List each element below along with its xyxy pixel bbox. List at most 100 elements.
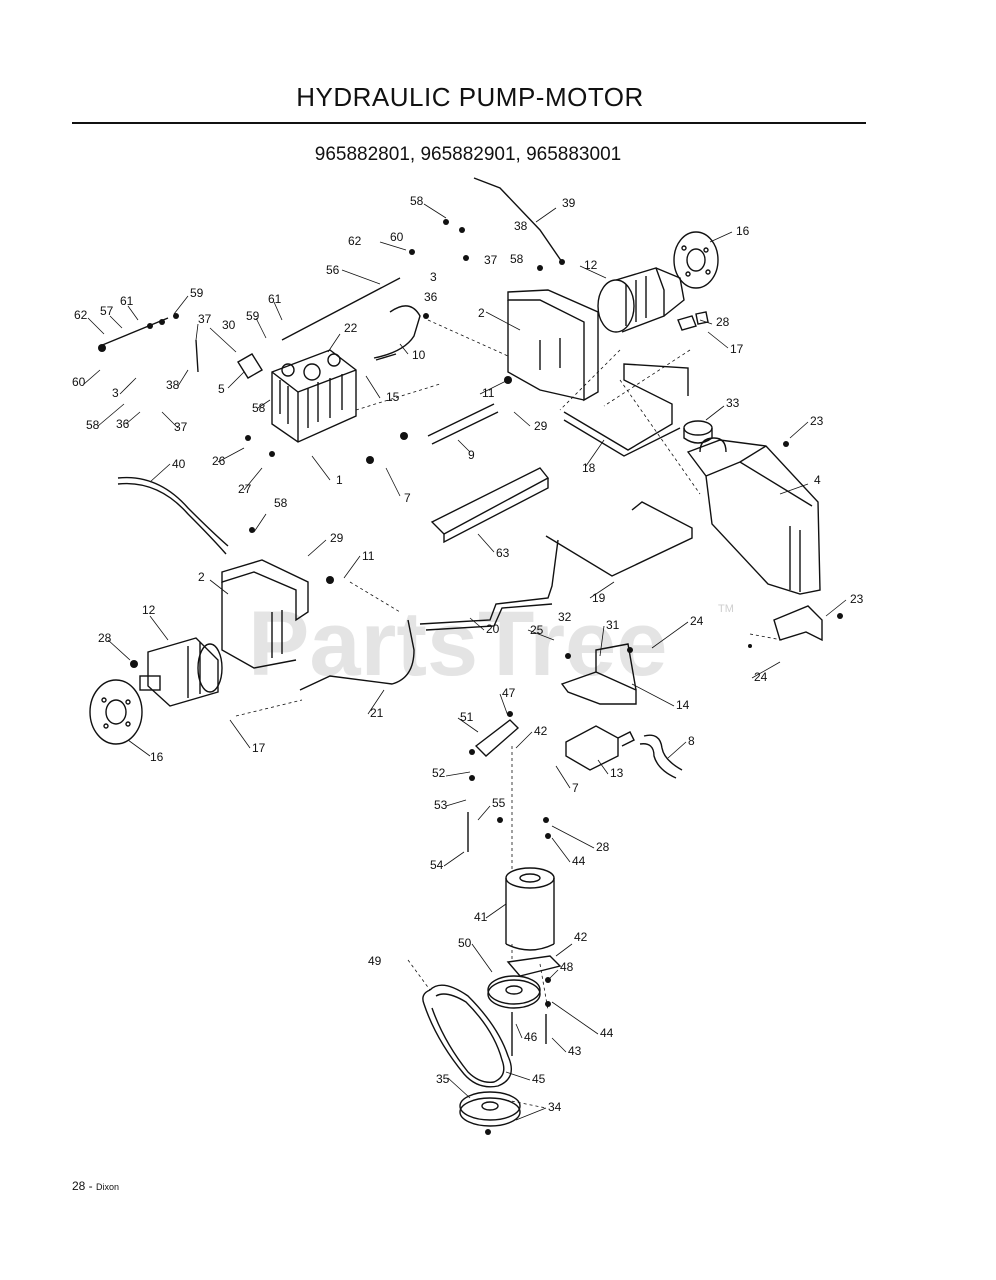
callout-52: 52 <box>432 766 446 780</box>
callout-43: 43 <box>568 1044 582 1058</box>
callout-8: 8 <box>688 734 695 748</box>
left-linkage <box>99 317 169 347</box>
mounting-bracket-upper <box>507 289 599 402</box>
page-number: 28 - <box>72 1179 93 1193</box>
hose-elbow <box>643 734 683 771</box>
hardware-markers <box>98 219 843 1135</box>
callout-60: 60 <box>390 230 404 244</box>
callout-7: 7 <box>404 491 411 505</box>
idler-pulley <box>487 975 541 1009</box>
callout-58: 58 <box>274 496 288 510</box>
callout-58: 58 <box>252 401 266 415</box>
callout-28: 28 <box>596 840 610 854</box>
callout-9: 9 <box>468 448 475 462</box>
callout-11: 11 <box>482 386 495 400</box>
callout-12: 12 <box>584 258 598 272</box>
callout-16: 16 <box>150 750 164 764</box>
callout-37: 37 <box>484 253 498 267</box>
mounting-bracket-lower <box>221 559 309 669</box>
callout-25: 25 <box>530 623 544 637</box>
callout-61: 61 <box>120 294 134 308</box>
callout-62: 62 <box>74 308 88 322</box>
bypass-valve <box>565 725 635 771</box>
corner-bracket <box>773 605 823 642</box>
tensioner-arm <box>506 955 562 977</box>
callout-1: 1 <box>336 473 343 487</box>
callout-45: 45 <box>532 1072 546 1086</box>
callout-labels: 1 2 2 3 3 4 5 7 7 8 9 10 11 11 12 12 13 … <box>72 194 864 1114</box>
callout-29: 29 <box>330 531 344 545</box>
callout-2: 2 <box>478 306 485 320</box>
drive-pulley <box>459 1091 521 1127</box>
callout-17: 17 <box>252 741 266 755</box>
callout-60: 60 <box>72 375 86 389</box>
drive-belt <box>422 984 512 1088</box>
callout-24: 24 <box>690 614 704 628</box>
valve-bracket <box>560 643 637 705</box>
callout-36: 36 <box>116 417 130 431</box>
page-footer: 28 - Dixon <box>72 1179 119 1193</box>
wheel-hub-upper <box>673 231 719 289</box>
callout-16: 16 <box>736 224 750 238</box>
watermark: PartsTree <box>248 593 667 695</box>
callout-23: 23 <box>810 414 824 428</box>
idler-arm <box>474 719 520 757</box>
hose-long <box>117 476 229 547</box>
callout-3: 3 <box>112 386 119 400</box>
callout-41: 41 <box>474 910 488 924</box>
callout-46: 46 <box>524 1030 538 1044</box>
leader-lines <box>83 203 847 1121</box>
callout-42: 42 <box>534 724 548 738</box>
callout-61: 61 <box>268 292 282 306</box>
control-rod <box>281 277 401 341</box>
title-rule <box>72 122 866 124</box>
callout-28: 28 <box>716 315 730 329</box>
watermark-trademark: TM <box>718 603 734 615</box>
callout-2: 2 <box>198 570 205 584</box>
return-tube <box>545 501 693 577</box>
callout-10: 10 <box>412 348 426 362</box>
callout-21: 21 <box>370 706 384 720</box>
callout-26: 26 <box>212 454 226 468</box>
callout-19: 19 <box>592 591 606 605</box>
callout-14: 14 <box>676 698 690 712</box>
callout-20: 20 <box>486 622 500 636</box>
model-numbers: 965882801, 965882901, 965883001 <box>314 144 622 165</box>
hydraulic-motor-upper <box>597 267 685 333</box>
callout-58: 58 <box>510 252 524 266</box>
callout-12: 12 <box>142 603 156 617</box>
callout-47: 47 <box>502 686 516 700</box>
callout-44: 44 <box>572 854 586 868</box>
callout-7: 7 <box>572 781 579 795</box>
callout-32: 32 <box>558 610 572 624</box>
callout-34: 34 <box>548 1100 562 1114</box>
callout-3: 3 <box>430 270 437 284</box>
callout-56: 56 <box>326 263 340 277</box>
callout-38: 38 <box>166 378 180 392</box>
callout-17: 17 <box>730 342 744 356</box>
callout-59: 59 <box>246 309 260 323</box>
frame-bracket <box>563 363 689 451</box>
support-bar <box>430 467 550 544</box>
callout-39: 39 <box>562 196 576 210</box>
callout-15: 15 <box>386 390 400 404</box>
callout-11: 11 <box>362 549 375 563</box>
callout-37: 37 <box>198 312 212 326</box>
hydraulic-tube <box>427 403 495 437</box>
callout-31: 31 <box>606 618 620 632</box>
callout-33: 33 <box>726 396 740 410</box>
callout-4: 4 <box>814 473 821 487</box>
callout-55: 55 <box>492 796 506 810</box>
callout-35: 35 <box>436 1072 450 1086</box>
callout-36: 36 <box>424 290 438 304</box>
callout-54: 54 <box>430 858 444 872</box>
callout-29: 29 <box>534 419 548 433</box>
hydraulic-pump <box>271 349 357 443</box>
callout-58: 58 <box>86 418 100 432</box>
callout-51: 51 <box>460 710 474 724</box>
footer-brand: Dixon <box>96 1182 120 1192</box>
callout-40: 40 <box>172 457 186 471</box>
assembly-guides <box>235 319 783 1109</box>
callout-30: 30 <box>222 318 236 332</box>
callout-42: 42 <box>574 930 588 944</box>
